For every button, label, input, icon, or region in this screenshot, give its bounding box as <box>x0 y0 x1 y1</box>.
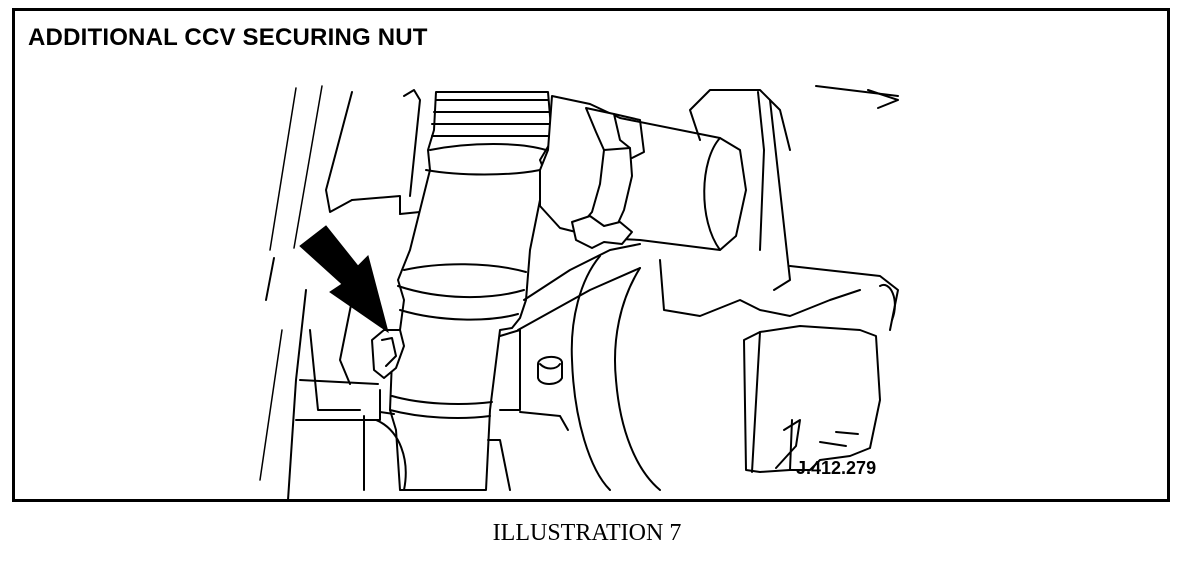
arrow-pointer-icon <box>299 225 389 334</box>
illustration-frame <box>12 8 1170 502</box>
figure-title: ADDITIONAL CCV SECURING NUT <box>28 24 428 51</box>
ccv-hose <box>379 91 553 491</box>
lower-left-structure <box>363 415 407 491</box>
drawing-reference-code: J.412.279 <box>796 458 877 478</box>
engine-housing <box>659 85 899 473</box>
central-casting <box>487 243 661 491</box>
caption-text: ILLUSTRATION 7 <box>492 520 682 546</box>
breather-pipe <box>539 89 791 251</box>
engine-bay-structure <box>259 85 421 501</box>
illustration-caption: ILLUSTRATION 7 <box>0 520 1184 547</box>
